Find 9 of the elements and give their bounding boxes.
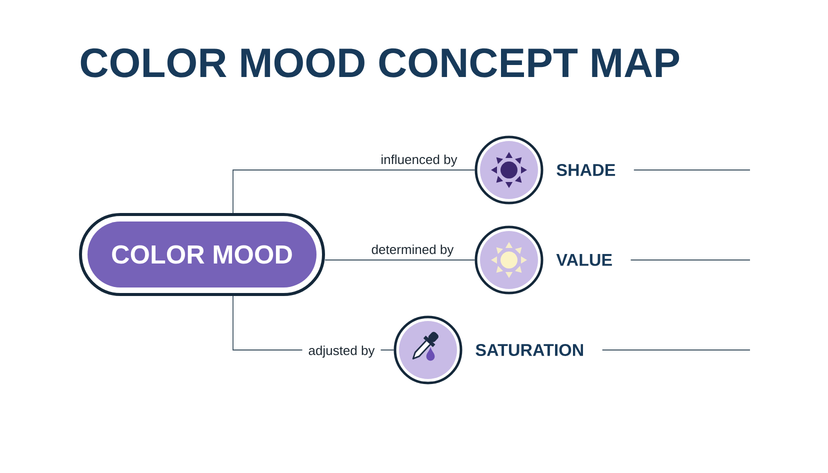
edge-label: influenced by <box>374 153 464 168</box>
pill-node: COLOR MOOD <box>79 213 325 296</box>
edge-label: determined by <box>365 243 460 258</box>
concept-label: VALUE <box>556 254 612 266</box>
edge-label: adjusted by <box>302 344 381 360</box>
concept-label: SHADE <box>556 164 616 176</box>
connector-line <box>232 170 476 214</box>
title: COLOR MOOD CONCEPT MAP <box>80 48 680 78</box>
concept-label: SATURATION <box>476 344 583 356</box>
